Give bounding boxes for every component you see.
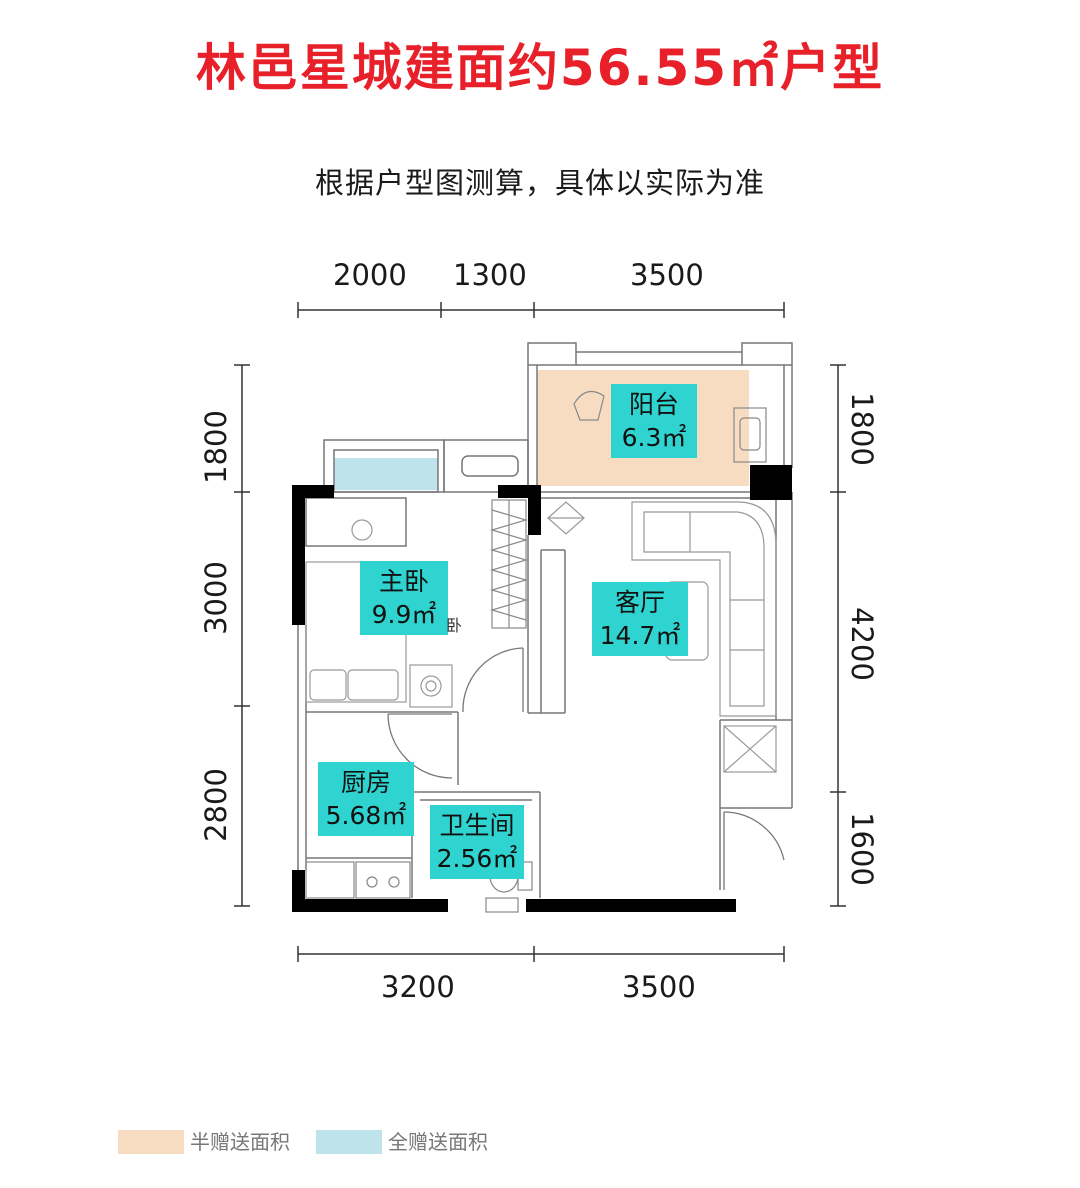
room-area: 14.7㎡ — [599, 621, 681, 650]
dim-top-1: 2000 — [333, 258, 407, 292]
doors — [387, 647, 785, 890]
dim-left-2: 3000 — [199, 561, 233, 635]
dim-right-3: 1600 — [845, 812, 879, 886]
room-label-balcony: 阳台 6.3㎡ — [611, 384, 697, 458]
room-label-bathroom: 卫生间 2.56㎡ — [430, 805, 524, 879]
room-name: 客厅 — [614, 588, 665, 617]
room-name: 主卧 — [378, 567, 429, 596]
room-label-living-room: 客厅 14.7㎡ — [592, 582, 688, 656]
wardrobe — [489, 499, 529, 629]
dim-right-1: 1800 — [845, 392, 879, 466]
room-area: 9.9㎡ — [371, 600, 437, 629]
dim-bottom-2: 3500 — [622, 970, 696, 1004]
room-name: 卫生间 — [439, 811, 515, 840]
room-area: 5.68㎡ — [325, 801, 407, 830]
bay-window-full-gift-area — [334, 458, 438, 490]
dimension-lines — [234, 302, 846, 962]
dim-left-3: 2800 — [199, 768, 233, 842]
dim-top-2: 1300 — [453, 258, 527, 292]
legend-swatch-full-gift — [316, 1130, 382, 1154]
legend-swatch-half-gift — [118, 1130, 184, 1154]
legend-label-half-gift: 半赠送面积 — [190, 1130, 290, 1154]
room-area: 2.56㎡ — [436, 844, 518, 873]
plan-title: 林邑星城建面约56.55㎡户型 — [195, 39, 885, 97]
room-name: 厨房 — [340, 768, 391, 797]
room-area: 6.3㎡ — [621, 423, 687, 452]
dim-left-1: 1800 — [199, 410, 233, 484]
room-name: 阳台 — [628, 390, 679, 419]
room-label-master-bedroom: 主卧 9.9㎡ — [360, 561, 448, 635]
legend-label-full-gift: 全赠送面积 — [388, 1130, 488, 1154]
room-label-kitchen: 厨房 5.68㎡ — [318, 762, 414, 836]
dim-bottom-1: 3200 — [381, 970, 455, 1004]
plan-subtitle: 根据户型图测算，具体以实际为准 — [314, 166, 765, 200]
dim-top-3: 3500 — [630, 258, 704, 292]
balcony-furniture — [573, 390, 767, 463]
thick-walls — [292, 465, 792, 912]
dim-right-2: 4200 — [845, 607, 879, 681]
bedroom-mark: 卧 — [446, 616, 463, 635]
